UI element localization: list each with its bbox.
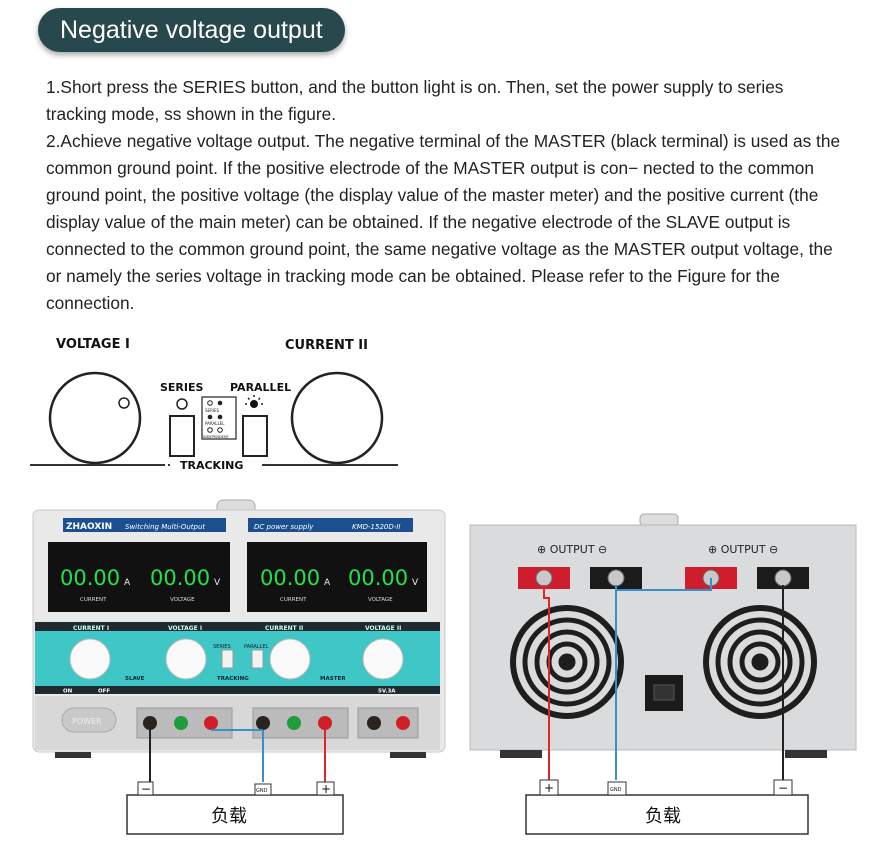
section-label-voltage-i: VOLTAGE I: [168, 625, 202, 632]
panel-series-label: SERIES: [213, 644, 231, 650]
parallel-lamp-lit-icon: [245, 395, 263, 408]
power-button-label: POWER: [72, 717, 102, 726]
load-left-minus: −: [141, 782, 151, 796]
load-left-gnd: GND: [256, 788, 268, 794]
load-box-left: 负载 − GND +: [126, 781, 344, 835]
output-label-left: ⊕ OUTPUT ⊖: [537, 543, 607, 556]
power-socket-icon: [645, 675, 683, 711]
voltage-knob-icon: [48, 371, 142, 465]
display-unit-1: V: [214, 578, 221, 588]
parallel-button-icon: [242, 415, 268, 457]
load-right-plus: +: [544, 781, 554, 795]
mode-legend-icon: SERIES PARALLEL INDEPENDENT: [201, 396, 237, 440]
display-value-0: 00.00: [60, 566, 120, 590]
display-label-0: CURRENT: [80, 597, 107, 603]
section-title: Negative voltage output: [38, 8, 345, 52]
dc-supply-text: DC power supply: [254, 523, 314, 531]
display-label-3: VOLTAGE: [368, 597, 393, 603]
panel-5v-label: 5V.3A: [378, 689, 396, 695]
panel-parallel-label: PARALLEL: [244, 644, 269, 650]
paragraph-step-2: 2.Achieve negative voltage output. The n…: [46, 131, 841, 313]
brand-label: ZHAOXIN: [66, 522, 112, 532]
series-label: SERIES: [160, 381, 204, 394]
display-unit-3: V: [412, 578, 419, 588]
legend-series: SERIES: [205, 408, 220, 413]
load-label-right: 负载: [645, 806, 681, 827]
display-label-1: VOLTAGE: [170, 597, 195, 603]
series-lamp-icon: [176, 398, 188, 410]
section-label-current-i: CURRENT I: [73, 625, 109, 632]
panel-slave-label: SLAVE: [125, 676, 145, 682]
paragraph-step-1: 1.Short press the SERIES button, and the…: [46, 77, 784, 124]
load-label-left: 负载: [211, 806, 247, 827]
current-ii-label: CURRENT II: [285, 338, 368, 353]
output-label-right: ⊕ OUTPUT ⊖: [708, 543, 778, 556]
display-value-1: 00.00: [150, 566, 210, 590]
model-number: KMD-1520D-II: [352, 523, 400, 531]
display-label-2: CURRENT: [280, 597, 307, 603]
voltage-i-label: VOLTAGE I: [56, 337, 130, 352]
panel-master-label: MASTER: [320, 676, 346, 682]
model-text: Switching Multi-Output: [125, 523, 205, 531]
legend-independent: INDEPENDENT: [203, 435, 230, 439]
section-label-voltage-ii: VOLTAGE II: [365, 625, 401, 632]
fan-left-icon: [510, 605, 624, 719]
tracking-label: TRACKING: [180, 459, 243, 472]
load-right-gnd: GND: [610, 787, 622, 793]
load-box-right: 负载 + GND −: [525, 779, 809, 835]
current-knob-icon: [290, 371, 384, 465]
display-value-3: 00.00: [348, 566, 408, 590]
panel-tracking-label: TRACKING: [217, 676, 249, 682]
display-unit-0: A: [124, 578, 131, 588]
load-left-plus: +: [321, 782, 331, 796]
load-right-minus: −: [778, 781, 788, 795]
fan-right-icon: [703, 605, 817, 719]
panel-on-label: ON: [63, 689, 73, 695]
parallel-label: PARALLEL: [230, 381, 291, 394]
display-unit-2: A: [324, 578, 331, 588]
legend-parallel: PARALLEL: [205, 421, 225, 426]
panel-off-label: OFF: [98, 689, 110, 695]
display-value-2: 00.00: [260, 566, 320, 590]
section-label-current-ii: CURRENT II: [265, 625, 303, 632]
series-button-icon: [169, 415, 195, 457]
